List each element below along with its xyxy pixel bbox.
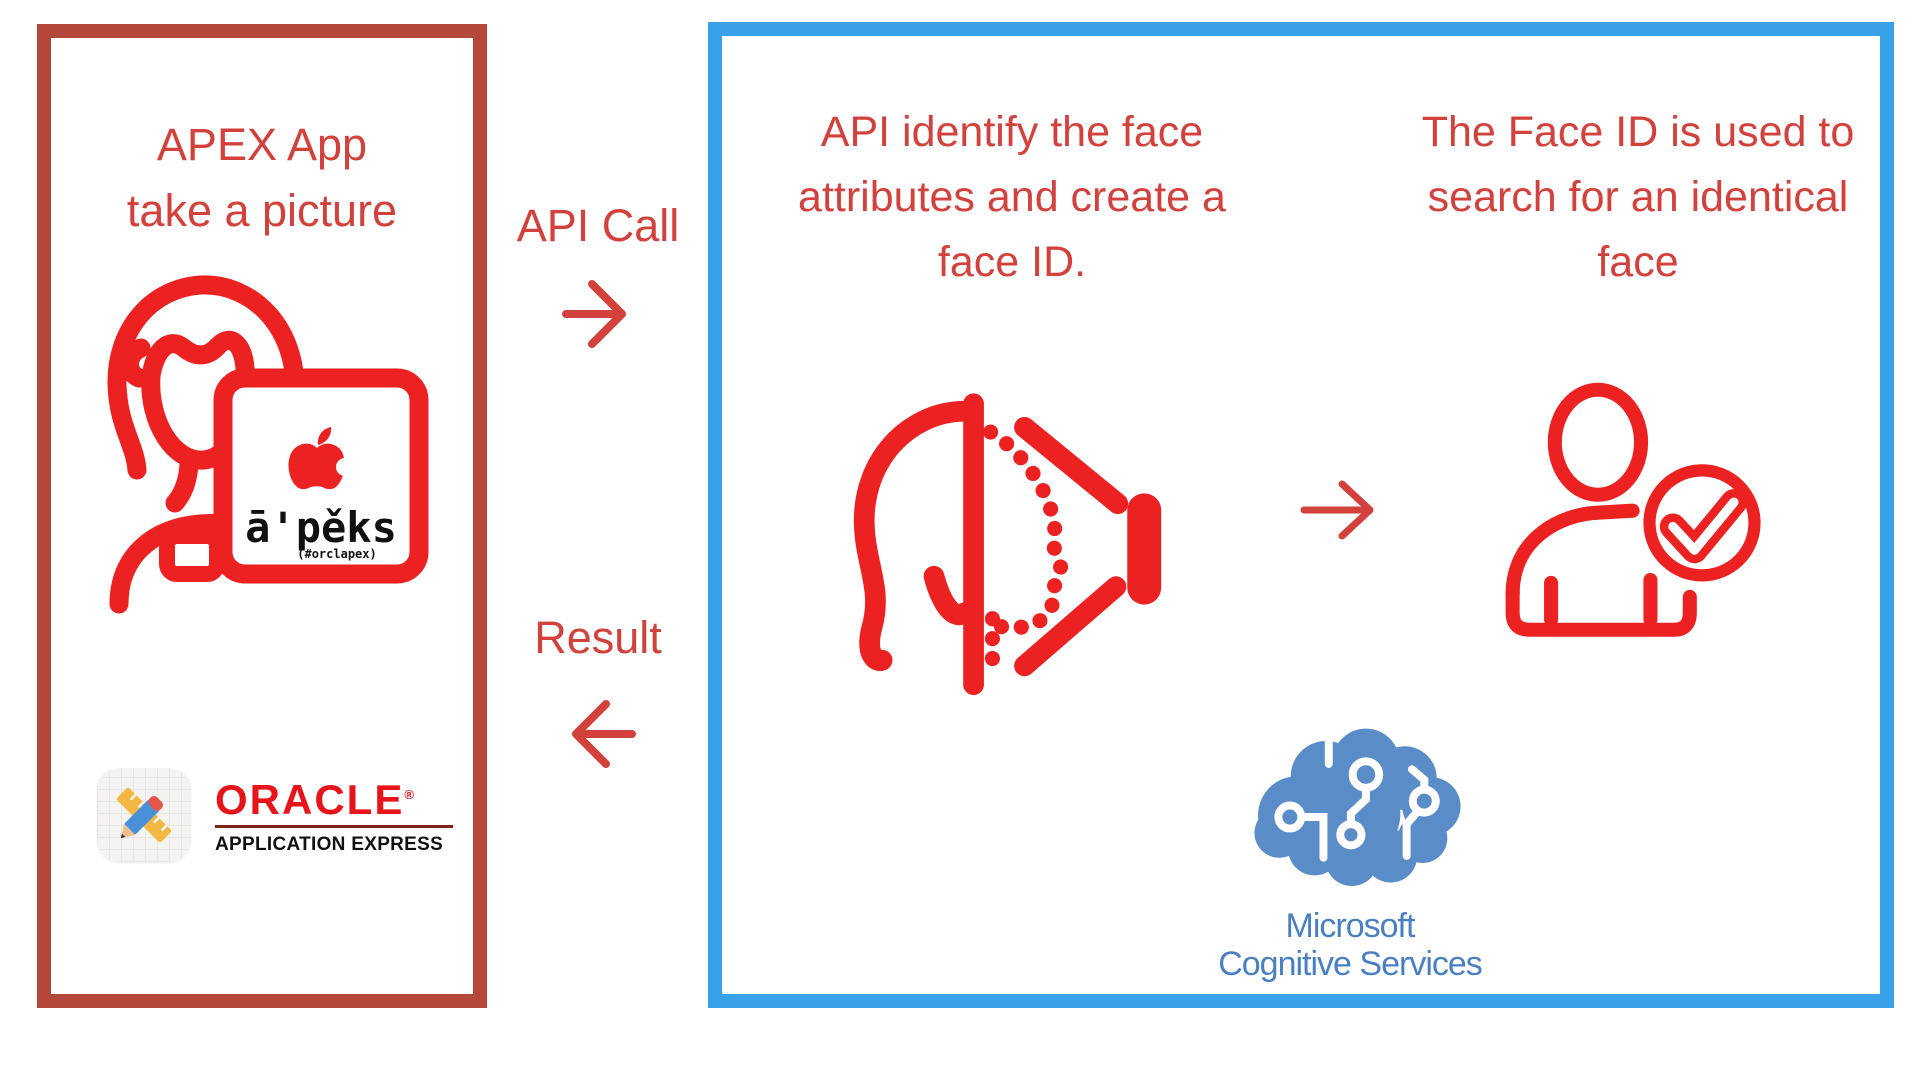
pencil xyxy=(120,795,164,839)
ms-logo-line2: Cognitive Services xyxy=(1218,945,1483,983)
brain-circuit-icon xyxy=(1254,728,1461,887)
ear xyxy=(923,565,975,626)
flow-arrow-icon xyxy=(1300,480,1374,540)
apex-title-line2: take a picture xyxy=(126,185,398,236)
arrow-left-icon xyxy=(572,700,636,768)
head-profile xyxy=(853,400,973,671)
registered-mark: ® xyxy=(404,786,414,802)
api-call-label: API Call xyxy=(516,200,680,251)
shoulder xyxy=(109,513,233,614)
apex-title-line1: APEX App xyxy=(156,119,368,170)
scanner-device xyxy=(1127,493,1162,605)
user-shoulder xyxy=(1505,503,1640,602)
apple-logo-icon xyxy=(288,427,354,490)
face-scan-icon xyxy=(853,393,1162,696)
oracle-subtitle: APPLICATION EXPRESS xyxy=(215,833,444,855)
apex-app-box: APEX App take a picture ā'pěks (#orclape… xyxy=(37,24,487,1008)
face-id-create-text: API identify the face attributes and cre… xyxy=(798,108,1226,286)
cognitive-services-box: API identify the face attributes and cre… xyxy=(708,22,1894,1008)
face-id-search-text: The Face ID is used to search for an ide… xyxy=(1421,108,1855,286)
dotted-face-profile xyxy=(983,424,1069,636)
result-label: Result xyxy=(534,612,662,663)
oracle-apex-logo: ORACLE® APPLICATION EXPRESS xyxy=(97,768,453,862)
ruler-pencil-icon xyxy=(116,787,172,843)
user-laptop-icon: ā'pěks (#orclapex) xyxy=(107,275,429,614)
apex-box-title: APEX App take a picture xyxy=(51,112,473,244)
oracle-wordmark: ORACLE® APPLICATION EXPRESS xyxy=(215,775,453,856)
oracle-name: ORACLE® xyxy=(215,775,414,823)
laptop-brand-subtext: (#orclapex) xyxy=(297,547,376,561)
head-outline xyxy=(107,275,305,480)
ms-cognitive-logo: Microsoft Cognitive Services xyxy=(1210,725,1490,983)
ear xyxy=(120,338,151,388)
ms-logo-line1: Microsoft xyxy=(1285,907,1416,945)
user-verified-icon xyxy=(1505,382,1761,637)
arm xyxy=(159,528,225,582)
user-head xyxy=(1547,382,1649,502)
oracle-divider xyxy=(215,824,453,828)
user-body xyxy=(1505,585,1697,637)
apex-app-icon xyxy=(97,768,191,862)
scanner-beam-bottom xyxy=(1014,576,1127,677)
neck xyxy=(165,454,199,513)
arrow-right-icon xyxy=(562,280,626,348)
scanner-beam-top xyxy=(1014,416,1129,515)
laptop-brand-text: ā'pěks xyxy=(245,503,397,552)
